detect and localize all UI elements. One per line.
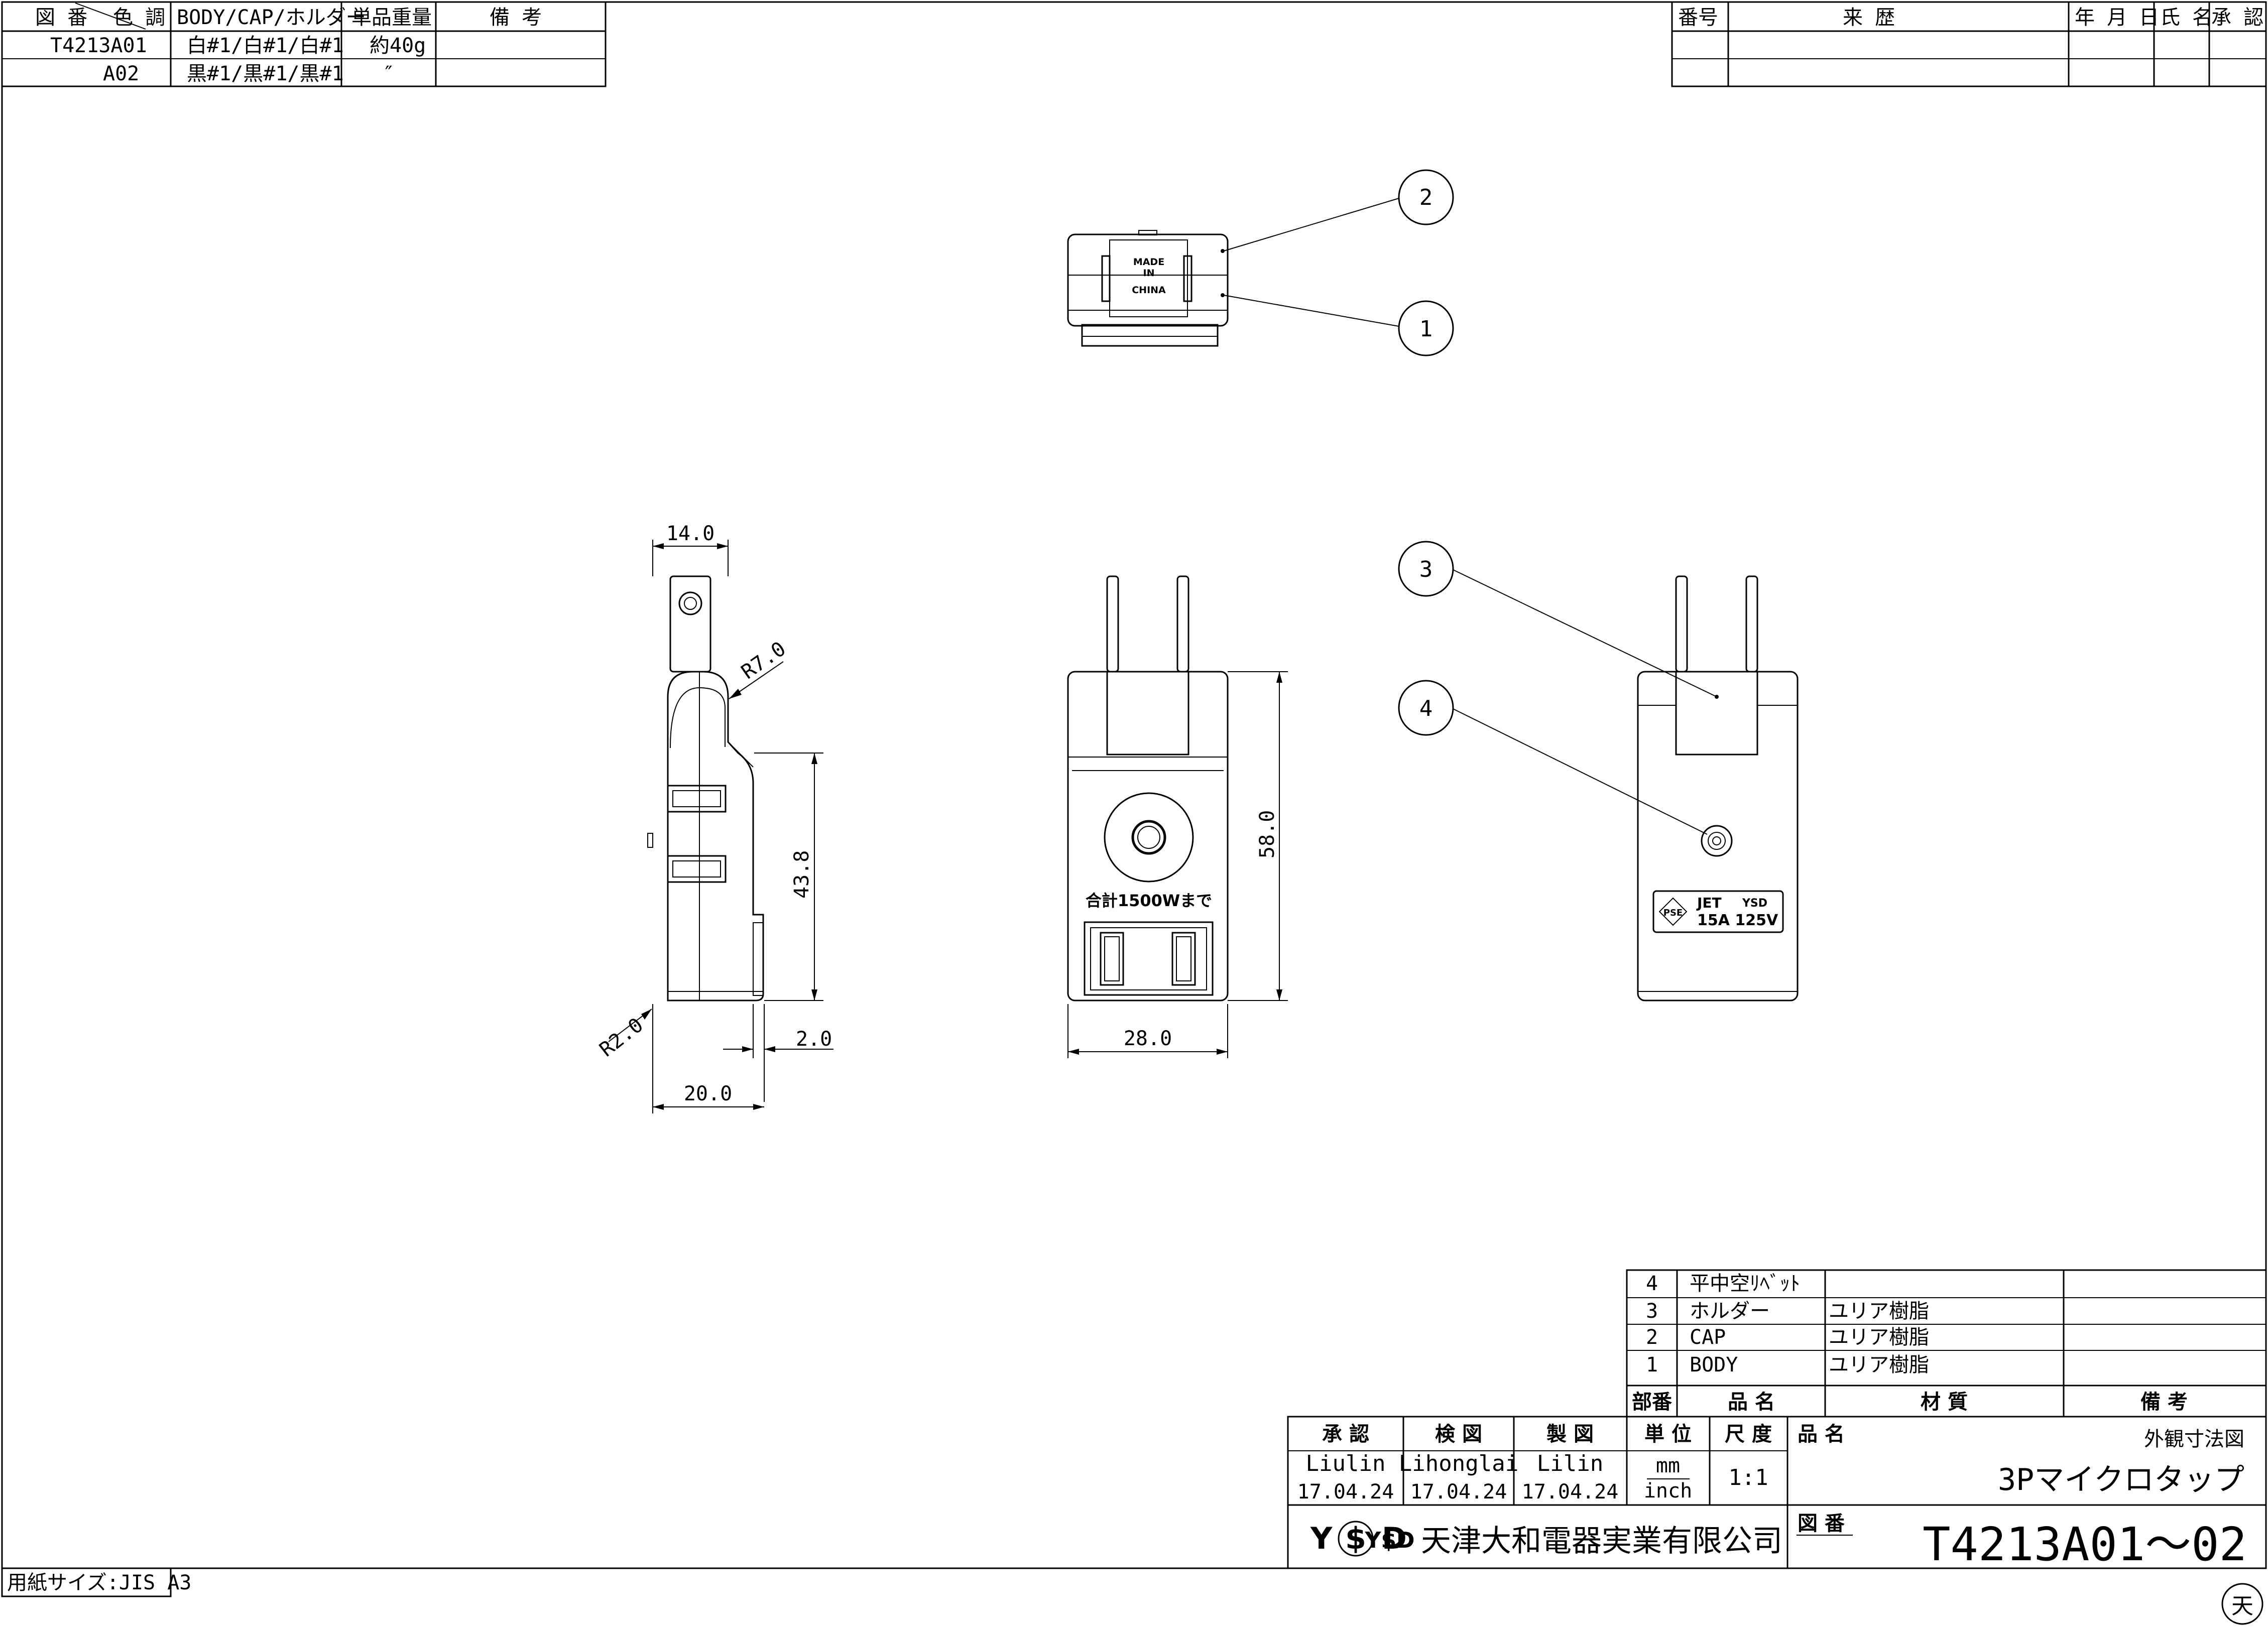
dim-14: 14.0 <box>666 522 714 545</box>
made-in-line1: MADE <box>1133 257 1164 268</box>
tb-scale: 1:1 <box>1728 1465 1768 1490</box>
color-table-row2-no: A02 <box>103 62 139 85</box>
history-header-name: 氏 名 <box>2160 6 2212 29</box>
tb-drafter: Lilin <box>1537 1451 1603 1476</box>
dim-20: 20.0 <box>684 1082 732 1105</box>
made-in-line2: IN <box>1143 268 1155 279</box>
ysd-mark: YSD <box>1742 897 1767 910</box>
tb-name-label: 品 名 <box>1798 1423 1845 1446</box>
dim-58: 58.0 <box>1256 810 1279 858</box>
paper-size-box: 用紙サイズ:JIS A3 <box>1 1567 191 1597</box>
color-table-row1-no: T4213A01 <box>50 34 147 57</box>
color-table: 図 番 色 調 BODY/CAP/ホルダー 単品重量 備 考 T4213A01 … <box>1 1 607 87</box>
parts-row1-name: BODY <box>1690 1353 1738 1376</box>
dim-28: 28.0 <box>1124 1027 1172 1050</box>
company-logo-d: D <box>1382 1521 1407 1556</box>
rating-label: 15A 125V <box>1697 912 1778 929</box>
parts-row4-name: 平中空ﾘﾍﾞｯﾄ <box>1690 1272 1800 1295</box>
front-dimensions: 58.0 28.0 <box>1067 671 1288 1058</box>
pse-mark: PSE <box>1663 908 1683 918</box>
title-block: 承 認 検 図 製 図 単 位 尺 度 品 名 Liulin Lihonglai… <box>1287 1416 2267 1571</box>
color-table-row2-color: 黒#1/黒#1/黒#1 <box>187 62 344 85</box>
history-table: 番号 来 歴 年 月 日 氏 名 承 認 <box>1671 1 2267 87</box>
svg-text:天: 天 <box>2231 1593 2253 1619</box>
balloon-1: 1 <box>1398 300 1454 356</box>
tb-drawing-no: T4213A01～02 <box>1923 1518 2247 1571</box>
tb-check-date: 17.04.24 <box>1410 1480 1507 1503</box>
company-logo-mark <box>1338 1521 1374 1557</box>
tb-product-name: 3Pマイクロタップ <box>1998 1462 2244 1497</box>
color-table-header-zuban: 図 番 <box>35 6 87 29</box>
company-logo-y: Y <box>1310 1521 1333 1556</box>
back-view: PSE JET YSD 15A 125V <box>1453 569 1799 1001</box>
tb-drawing-type: 外観寸法図 <box>2144 1428 2244 1451</box>
top-view: MADE IN CHINA <box>1067 198 1399 347</box>
parts-row4-no: 4 <box>1646 1272 1658 1295</box>
front-view: 合計1500Wまで <box>1067 575 1229 1001</box>
side-view <box>647 575 764 1001</box>
parts-header-material: 材 質 <box>1921 1391 1968 1414</box>
company-name: 天津大和電器実業有限公司 <box>1421 1524 1782 1559</box>
svg-text:1: 1 <box>1419 316 1433 342</box>
drawing-frame <box>1 1 2267 1569</box>
parts-row1-no: 1 <box>1646 1353 1658 1376</box>
svg-text:2: 2 <box>1419 185 1433 210</box>
jet-mark: JET <box>1696 895 1722 911</box>
parts-row3-name: ホルダー <box>1690 1300 1770 1323</box>
parts-header-name: 品 名 <box>1728 1391 1775 1414</box>
paper-size: 用紙サイズ:JIS A3 <box>7 1571 191 1594</box>
tb-checker: Lihonglai <box>1399 1451 1518 1476</box>
tb-drawing-no-label: 図 番 <box>1798 1512 1845 1535</box>
color-table-row1-color: 白#1/白#1/白#1 <box>187 34 344 57</box>
svg-text:4: 4 <box>1419 696 1433 721</box>
tb-scale-label: 尺 度 <box>1725 1423 1772 1446</box>
parts-row2-material: ユリア樹脂 <box>1829 1326 1929 1349</box>
tb-unit-label: 単 位 <box>1644 1423 1692 1446</box>
tb-check-label: 検 図 <box>1435 1423 1482 1446</box>
color-table-row1-weight: 約40g <box>370 34 426 57</box>
parts-list: 4 平中空ﾘﾍﾞｯﾄ 3 ホルダー ユリア樹脂 2 CAP ユリア樹脂 1 BO… <box>1626 1269 2267 1418</box>
tb-unit-inch: inch <box>1644 1479 1692 1502</box>
parts-row2-name: CAP <box>1690 1326 1726 1349</box>
history-header-approval: 承 認 <box>2211 6 2263 29</box>
parts-header-no: 部番 <box>1632 1391 1672 1414</box>
tb-unit-mm: mm <box>1656 1454 1680 1477</box>
balloon-3: 3 <box>1398 541 1454 597</box>
company-logo: Y$D <box>1365 1528 1415 1553</box>
color-table-header-weight: 単品重量 <box>351 6 432 29</box>
corner-mark: 天 <box>2221 1583 2263 1625</box>
color-table-row2-weight: ″ <box>383 62 395 85</box>
parts-header-remarks: 備 考 <box>2140 1391 2188 1414</box>
company-logo-s: $ <box>1345 1521 1366 1556</box>
parts-row3-no: 3 <box>1646 1300 1658 1323</box>
svg-text:3: 3 <box>1419 557 1433 582</box>
parts-row3-material: ユリア樹脂 <box>1829 1300 1929 1323</box>
wattage-label: 合計1500Wまで <box>1086 891 1212 910</box>
history-header-date: 年 月 日 <box>2075 6 2159 29</box>
color-table-header-color: 色 調 <box>113 6 165 29</box>
tb-draw-date: 17.04.24 <box>1522 1480 1619 1503</box>
history-header-history: 来 歴 <box>1843 6 1895 29</box>
tb-approve-date: 17.04.24 <box>1297 1480 1394 1503</box>
side-dimensions: 14.0 R7.0 43.8 R2.0 2.0 20.0 <box>595 522 833 1113</box>
tb-draw-label: 製 図 <box>1546 1423 1594 1446</box>
balloon-2: 2 <box>1398 169 1454 225</box>
tb-approver: Liulin <box>1306 1451 1386 1476</box>
parts-row2-no: 2 <box>1646 1326 1658 1349</box>
color-table-header-parts: BODY/CAP/ホルダー <box>177 6 366 29</box>
dim-r2: R2.0 <box>595 1014 648 1062</box>
balloon-4: 4 <box>1398 680 1454 736</box>
dim-2: 2.0 <box>796 1028 832 1051</box>
parts-row1-material: ユリア樹脂 <box>1829 1353 1929 1376</box>
dim-r7: R7.0 <box>737 637 790 684</box>
made-in-line3: CHINA <box>1132 285 1166 296</box>
dim-43-8: 43.8 <box>790 850 813 899</box>
tb-approve-label: 承 認 <box>1322 1423 1369 1446</box>
history-header-no: 番号 <box>1678 6 1718 29</box>
color-table-header-remarks: 備 考 <box>490 6 542 29</box>
